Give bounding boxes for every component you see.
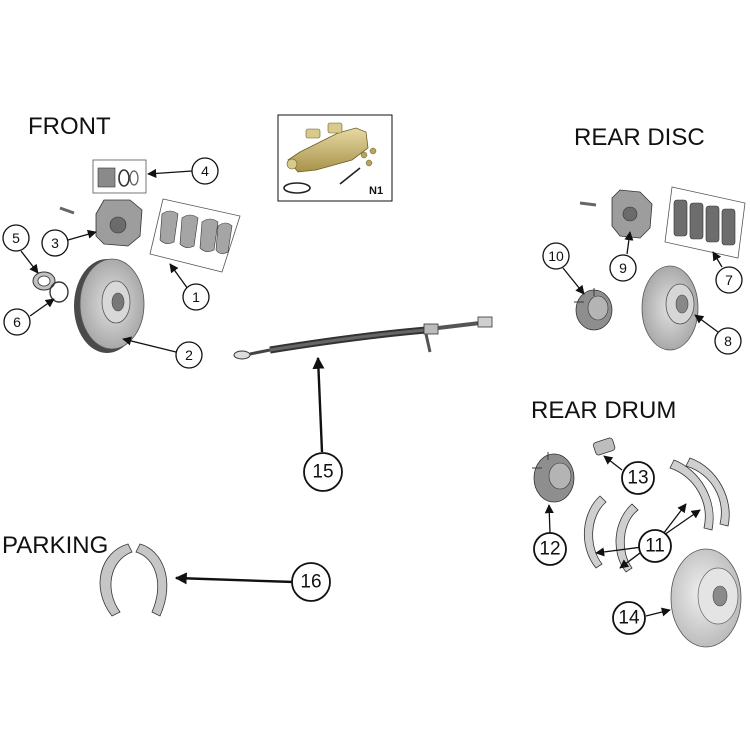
callout-6-label: 6	[13, 314, 21, 330]
callout-5: 5	[2, 224, 30, 252]
leader-6	[29, 298, 55, 317]
callout-7-label: 7	[725, 272, 733, 288]
leader-lines	[20, 168, 723, 617]
rear-brake-pads-box	[664, 186, 746, 259]
leader-12	[544, 504, 554, 534]
callout-2: 2	[175, 341, 203, 369]
section-title-rear-drum: REAR DRUM	[531, 397, 676, 424]
callout-3-label: 3	[51, 235, 59, 251]
leader-7	[712, 251, 723, 268]
callout-1: 1	[182, 283, 210, 311]
callout-9: 9	[609, 254, 637, 282]
leader-5	[20, 250, 39, 274]
leader-14	[645, 607, 671, 617]
callout-7: 7	[715, 266, 743, 294]
callout-11-label: 11	[645, 536, 665, 557]
caliper-piston-kit-box	[92, 159, 147, 194]
rear-hub-illustration	[574, 288, 613, 331]
callout-8-label: 8	[724, 333, 732, 349]
front-rotor-illustration	[74, 258, 145, 353]
brake-drum-illustration	[670, 548, 742, 648]
leader-13	[603, 455, 623, 471]
callout-16-label: 16	[300, 572, 321, 593]
callout-4-label: 4	[201, 163, 209, 179]
leader-1	[169, 263, 189, 290]
callout-8: 8	[714, 327, 742, 355]
parking-shoes-illustration	[99, 543, 168, 617]
front-caliper-illustration	[59, 199, 143, 247]
callout-1-label: 1	[192, 289, 200, 305]
callout-14: 14	[612, 601, 646, 635]
callout-4: 4	[191, 157, 219, 185]
callout-5-label: 5	[12, 230, 20, 246]
section-title-rear-disc: REAR DISC	[574, 124, 705, 151]
callout-12: 12	[533, 532, 567, 566]
rear-rotor-illustration	[641, 265, 699, 351]
front-brake-pads-box	[149, 198, 241, 273]
brake-hose-illustration	[233, 316, 493, 360]
callout-12-label: 12	[539, 539, 560, 560]
callout-6: 6	[3, 308, 31, 336]
leader-16	[174, 572, 295, 585]
callout-15: 15	[303, 452, 343, 492]
callout-16: 16	[291, 562, 331, 602]
callout-13-label: 13	[627, 468, 648, 489]
leader-4	[147, 168, 193, 178]
rear-caliper-illustration	[579, 189, 653, 239]
leader-2	[122, 336, 177, 353]
leader-11c	[595, 546, 643, 557]
callout-13: 13	[621, 461, 655, 495]
drum-hub-illustration	[532, 452, 575, 503]
callout-2-label: 2	[185, 347, 193, 363]
leader-10	[562, 267, 585, 295]
callout-9-label: 9	[619, 260, 627, 276]
front-bearing-illustration	[32, 271, 69, 303]
wheel-cylinder-illustration	[593, 437, 616, 456]
section-title-front: FRONT	[28, 113, 111, 140]
leader-9	[624, 231, 634, 255]
callout-15-label: 15	[312, 462, 333, 483]
callout-11: 11	[638, 529, 672, 563]
leader-3	[67, 229, 97, 241]
callout-10-label: 10	[548, 248, 564, 264]
section-title-parking: PARKING	[2, 532, 108, 559]
leader-11b	[663, 509, 701, 536]
callout-14-label: 14	[618, 608, 640, 629]
master-cylinder-inset: N1	[277, 114, 393, 202]
master-cylinder-illustration	[283, 122, 377, 194]
inset-label-n1: N1	[369, 185, 383, 197]
leader-15	[312, 356, 325, 453]
leader-8	[694, 314, 719, 333]
callout-3: 3	[41, 229, 69, 257]
callout-10: 10	[542, 242, 570, 270]
drum-shoes-illustration	[584, 457, 730, 573]
